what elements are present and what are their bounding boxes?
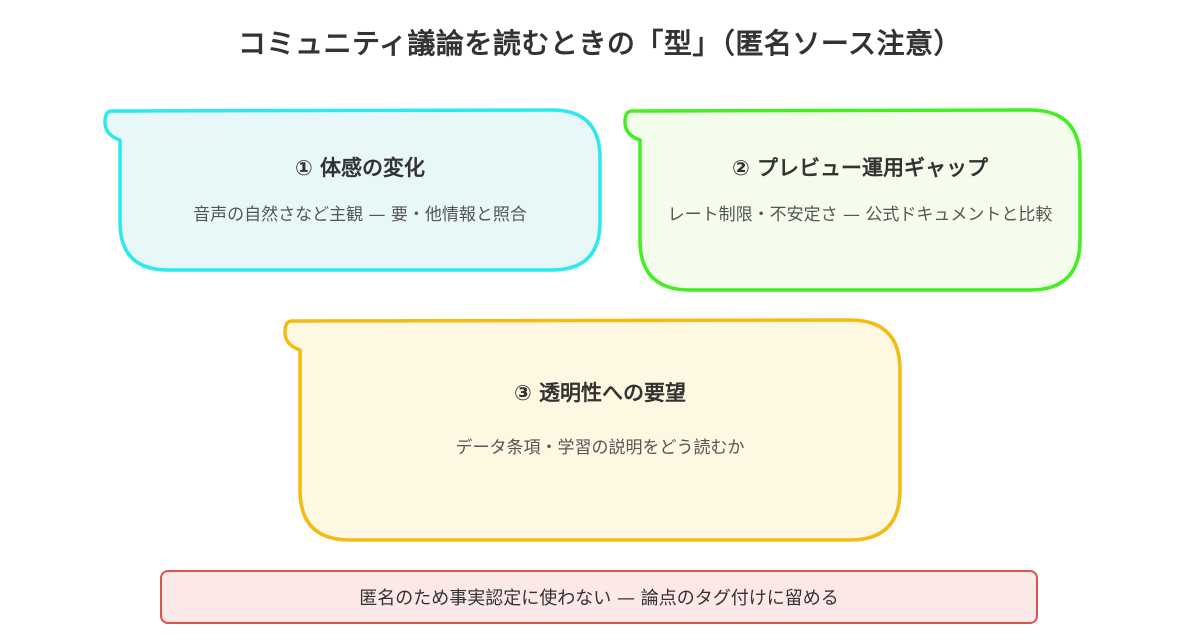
bubble-2-shape <box>625 110 1080 290</box>
bubble-2: ② プレビュー運用ギャップ レート制限・不安定さ — 公式ドキュメントと比較 <box>600 152 1120 225</box>
bubble-1-shape <box>105 110 600 270</box>
bubble-2-subtitle: レート制限・不安定さ — 公式ドキュメントと比較 <box>667 205 1053 225</box>
bubble-3-subtitle: データ条項・学習の説明をどう読むか <box>455 438 745 458</box>
bubble-2-heading: ② プレビュー運用ギャップ <box>731 156 989 180</box>
bubble-3-heading: ③ 透明性への要望 <box>513 381 687 405</box>
bubble-1-heading: ① 体感の変化 <box>294 156 426 180</box>
bubble-1: ① 体感の変化 音声の自然さなど主観 — 要・他情報と照合 <box>100 152 620 225</box>
bubble-3-outline <box>283 318 902 542</box>
bubble-1-subtitle: 音声の自然さなど主観 — 要・他情報と照合 <box>193 205 527 225</box>
caution-note-text: 匿名のため事実認定に使わない — 論点のタグ付けに留める <box>359 588 839 609</box>
bubble-2-outline <box>623 108 1082 292</box>
bubble-3-shape <box>285 320 900 540</box>
diagram-title: コミュニティ議論を読むときの「型」（匿名ソース注意） <box>238 27 962 60</box>
bubble-1-outline <box>103 108 602 272</box>
bubble-3: ③ 透明性への要望 データ条項・学習の説明をどう読むか <box>300 377 900 458</box>
caution-note: 匿名のため事実認定に使わない — 論点のタグ付けに留める <box>160 570 1038 624</box>
